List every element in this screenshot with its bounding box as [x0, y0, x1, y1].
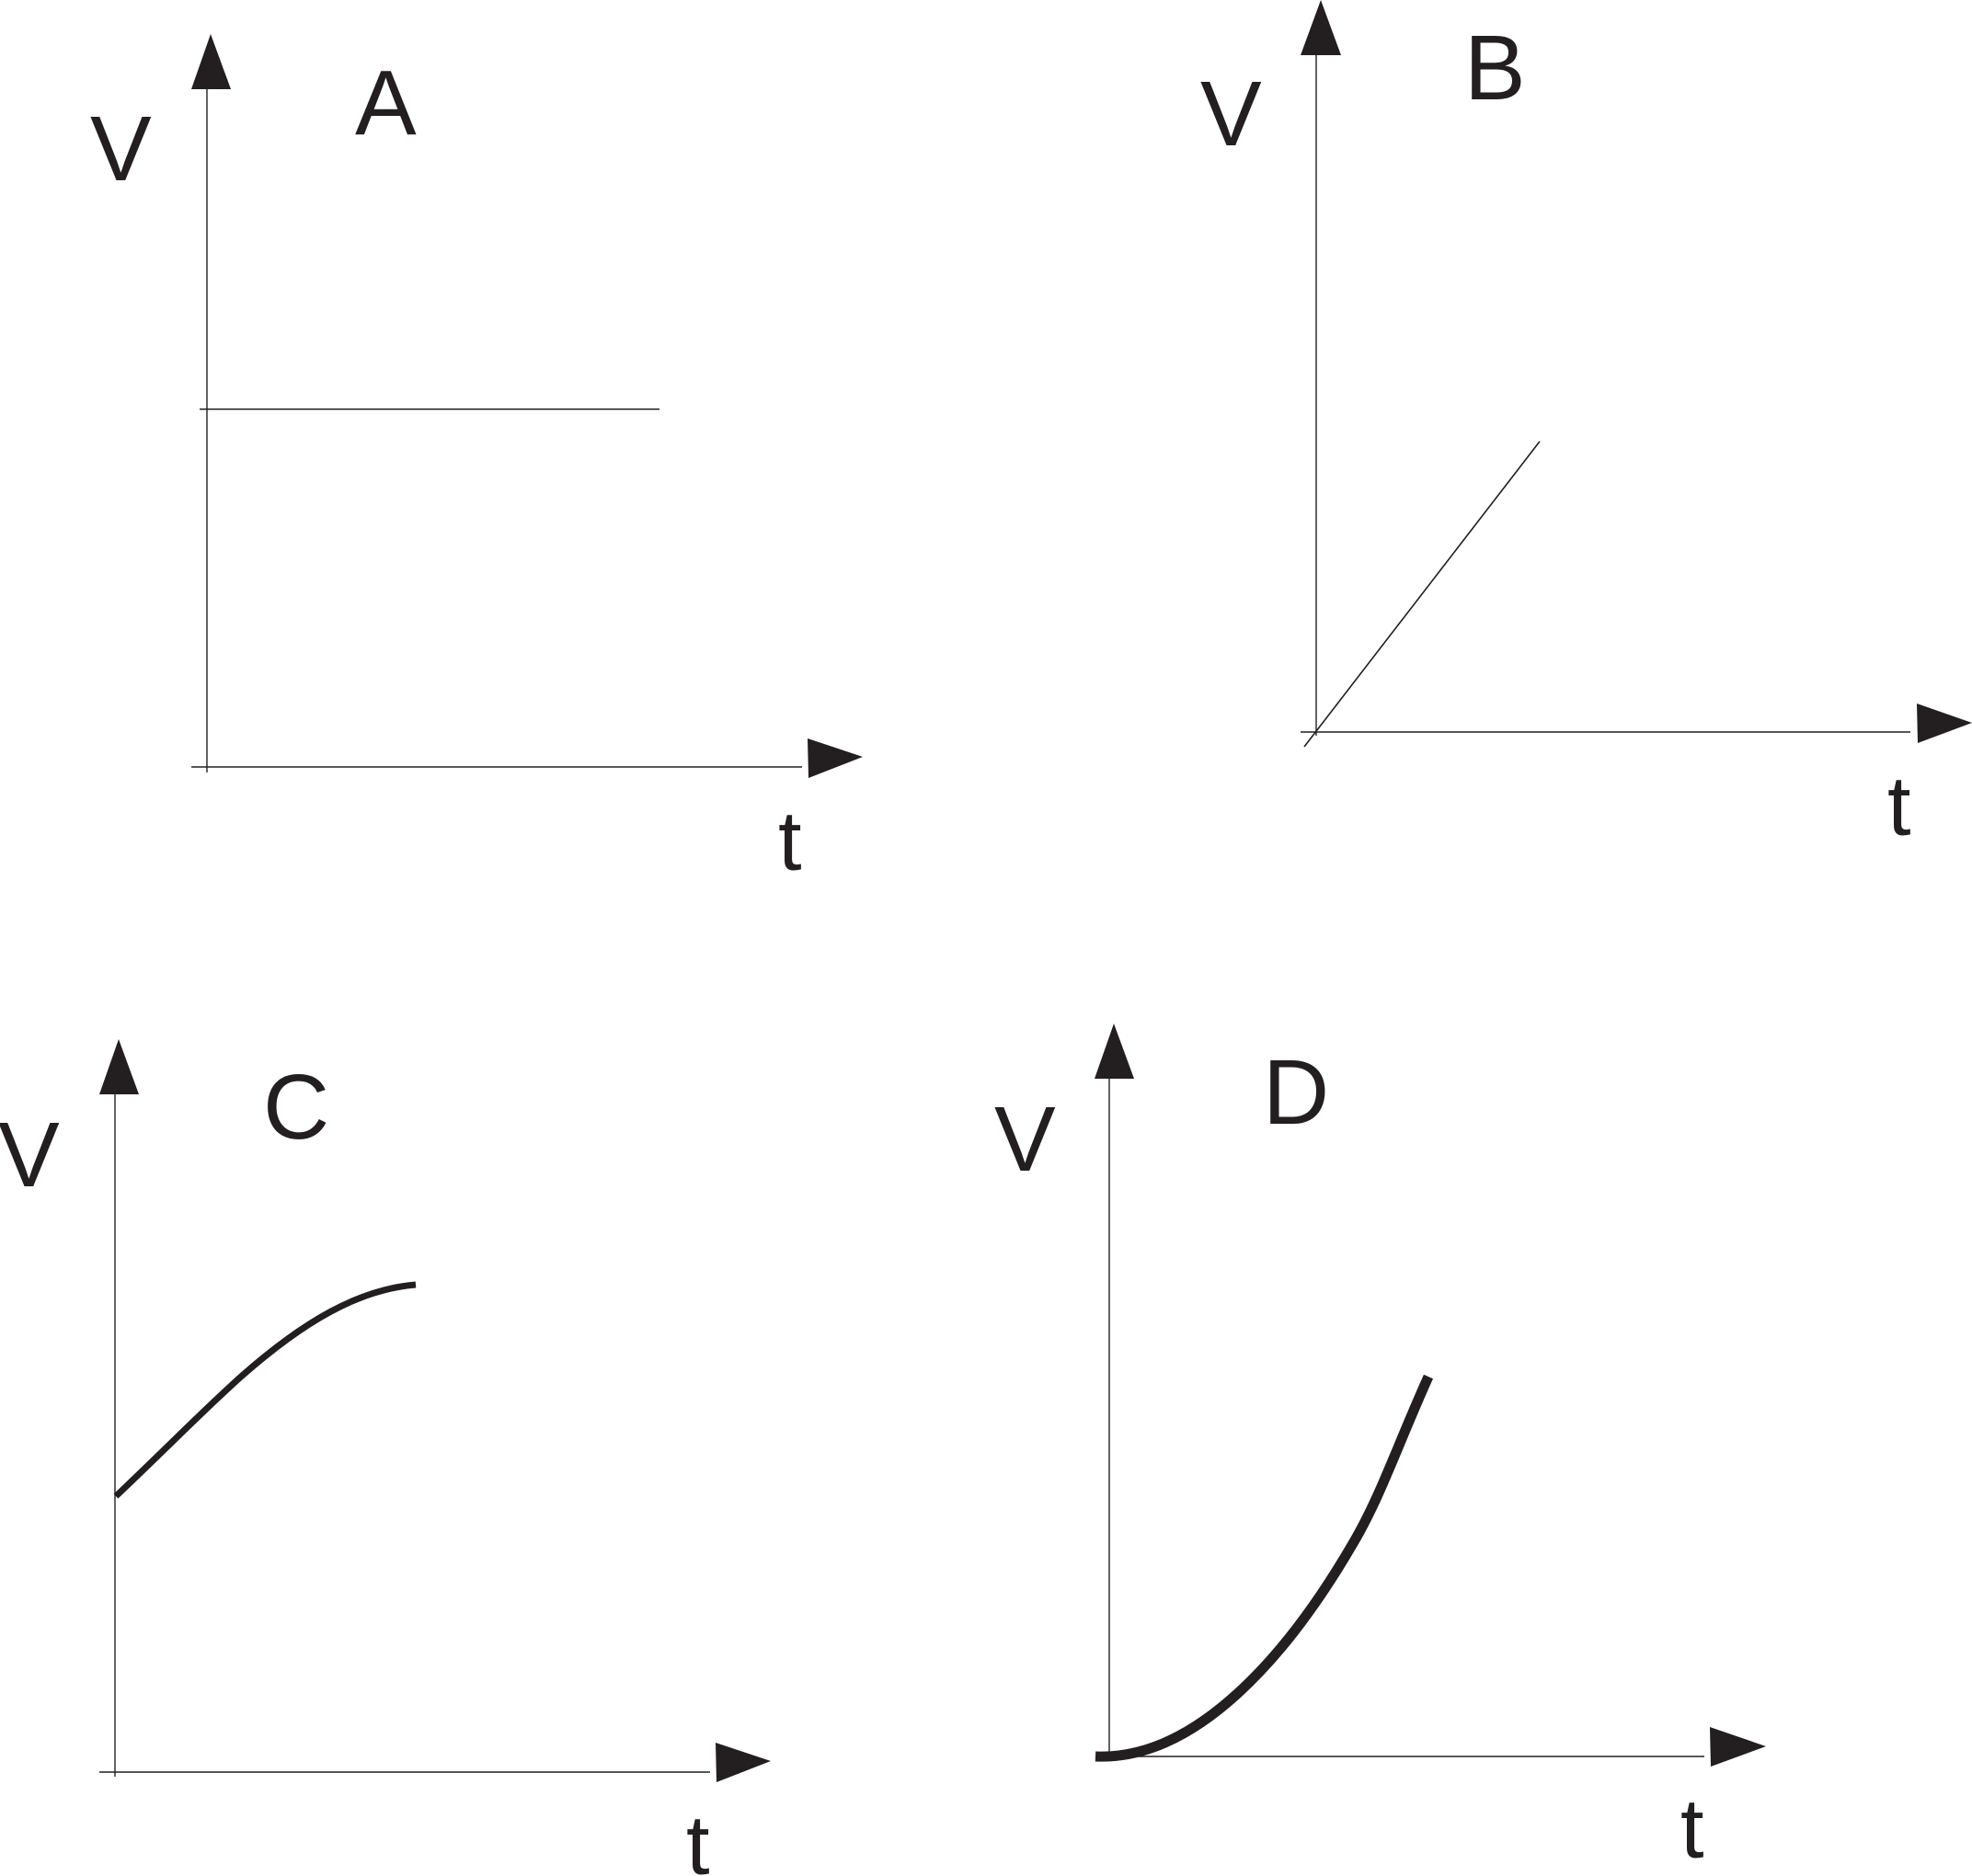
panel-b-title: B — [1464, 17, 1526, 120]
panel-d-title: D — [1263, 1041, 1329, 1144]
panel-c: C V t — [0, 1039, 771, 1876]
panel-a: A V t — [90, 34, 863, 888]
panel-c-y-axis-label: V — [0, 1104, 60, 1207]
panel-d-x-axis-label: t — [1680, 1782, 1704, 1876]
panel-c-x-axis-label: t — [686, 1799, 710, 1876]
panel-b-y-axis-arrowhead — [1301, 0, 1341, 55]
panel-d-y-axis-label: V — [994, 1088, 1056, 1191]
panel-c-x-axis-arrowhead — [716, 1743, 771, 1782]
panel-b-x-axis-arrowhead — [1917, 704, 1972, 743]
panel-b-x-axis-label: t — [1887, 760, 1911, 853]
panel-c-y-axis-arrowhead — [99, 1039, 139, 1094]
panel-a-y-axis-label: V — [90, 97, 152, 200]
panel-d-y-axis-arrowhead — [1095, 1024, 1134, 1079]
panel-b: B V t — [1200, 0, 1972, 853]
panel-b-y-axis-label: V — [1200, 63, 1262, 166]
panel-c-title: C — [263, 1056, 329, 1159]
panel-a-y-axis-arrowhead — [191, 34, 231, 89]
panel-d-x-axis-arrowhead — [1710, 1727, 1766, 1767]
panel-d-curve — [1095, 1374, 1434, 1762]
panel-a-title: A — [355, 51, 417, 154]
panel-b-curve — [1303, 440, 1541, 748]
panel-d: D V t — [994, 1024, 1766, 1876]
panel-a-x-axis-label: t — [778, 795, 802, 888]
panel-a-x-axis-arrowhead — [808, 738, 863, 778]
panel-c-curve — [113, 1281, 417, 1499]
